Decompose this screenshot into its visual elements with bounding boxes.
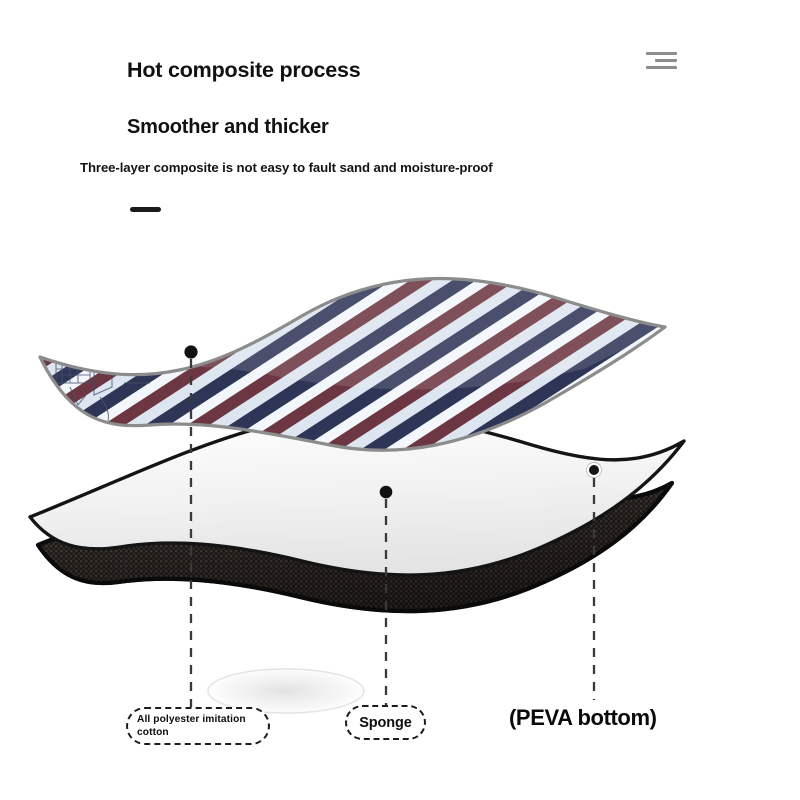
- callout-all-polyester-imitation-cotton: All polyester imitation cotton: [126, 707, 270, 745]
- hamburger-menu-icon[interactable]: [646, 51, 677, 71]
- callout-peva-bottom: (PEVA bottom): [509, 705, 657, 730]
- layer-striped-fabric: [38, 276, 667, 452]
- callout-cotton-label: All polyester imitation cotton: [137, 713, 246, 738]
- page-title: Hot composite process: [127, 58, 361, 82]
- page-subtitle: Smoother and thicker: [127, 116, 329, 138]
- callout-sponge-label: Sponge: [359, 714, 412, 731]
- menu-line-bottom: [646, 66, 677, 69]
- watermark-ellipse: [207, 668, 365, 714]
- menu-line-top: [646, 52, 677, 55]
- ground-shadow: [198, 665, 374, 717]
- menu-line-middle: [655, 59, 677, 62]
- page-description: Three-layer composite is not easy to fau…: [80, 160, 493, 175]
- callout-sponge: Sponge: [345, 705, 426, 740]
- marker-sponge-dot: [379, 485, 393, 499]
- marker-cotton-dot: [184, 345, 198, 359]
- marker-peva-circle: [586, 462, 602, 478]
- divider-bar: [130, 207, 161, 212]
- layer-illustration: [0, 245, 800, 725]
